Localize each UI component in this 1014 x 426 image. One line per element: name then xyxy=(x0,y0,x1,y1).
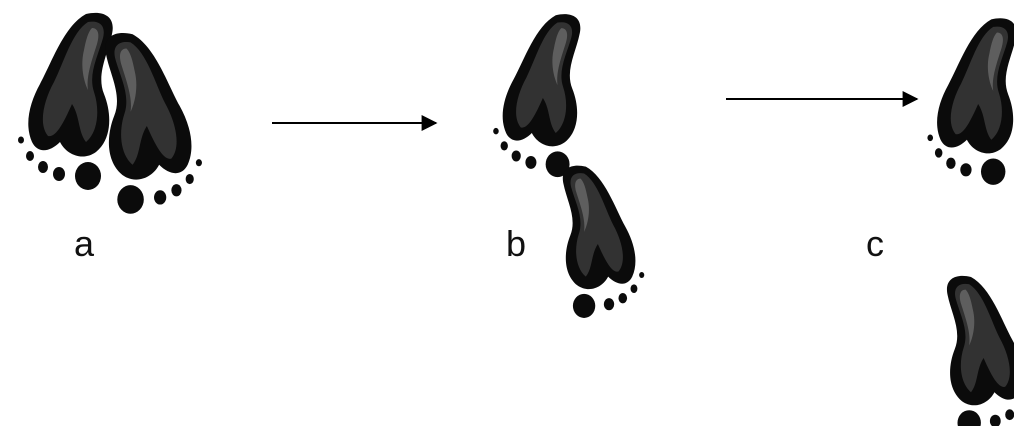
panel-label-b: b xyxy=(506,223,526,264)
panel-c: c xyxy=(866,18,1014,426)
footprint-icon xyxy=(927,18,1014,185)
panel-label-c: c xyxy=(866,223,884,264)
footprint-icon xyxy=(18,12,113,191)
footprint-icon xyxy=(105,32,202,214)
footprint-icon xyxy=(562,165,645,318)
panel-b: b xyxy=(493,14,645,318)
footprint-icon xyxy=(946,275,1014,426)
panel-a: a xyxy=(18,12,202,264)
footprint-icon xyxy=(493,14,581,178)
panel-label-a: a xyxy=(74,223,95,264)
